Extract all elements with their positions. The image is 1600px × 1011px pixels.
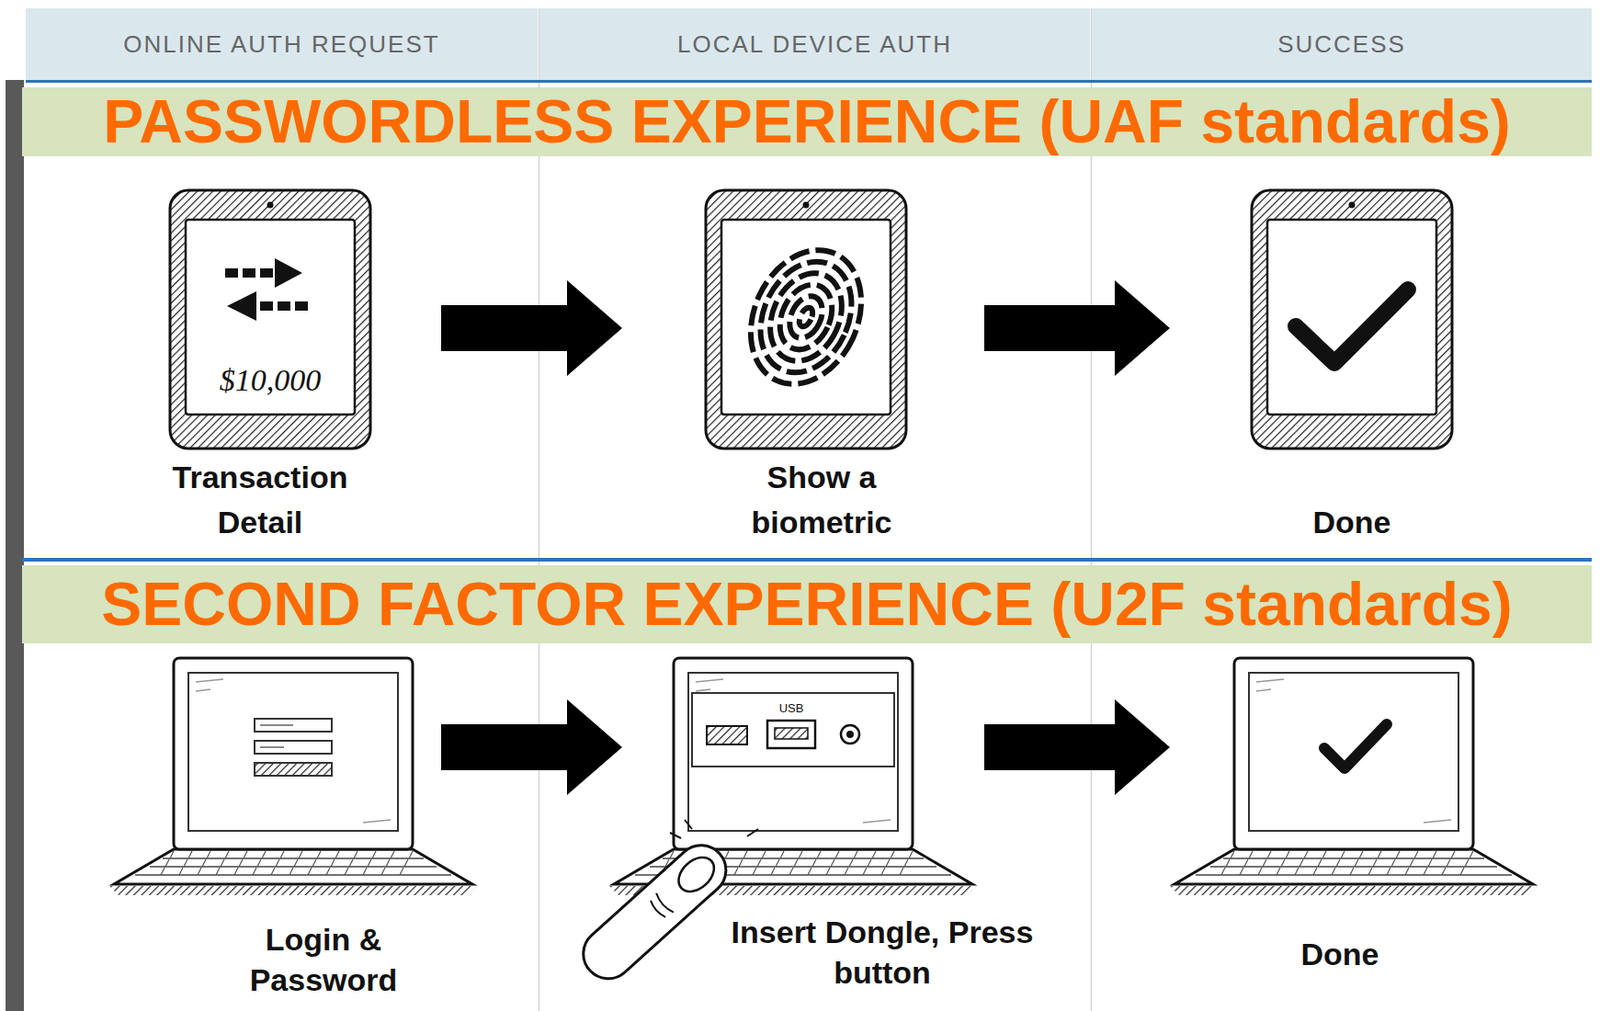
phone-step: $10,000Transaction Detail	[168, 188, 373, 546]
column-divider	[538, 8, 541, 1011]
phone-screen	[721, 219, 891, 415]
section-band: SECOND FACTOR EXPERIENCE (U2F standards)	[22, 565, 1592, 644]
phone-camera	[267, 202, 274, 209]
fingerprint-ridge	[729, 231, 883, 402]
step-caption: Insert Dongle, Press button	[707, 911, 1057, 993]
laptop-lid	[673, 658, 913, 850]
finger-nail	[671, 851, 721, 899]
laptop-base	[113, 849, 473, 885]
side-bar	[5, 79, 24, 1011]
check-mark	[1295, 289, 1408, 364]
laptop-step: USBInsert Dongle, Press button	[655, 654, 931, 993]
usb-port	[767, 720, 816, 749]
step-caption: Done	[1284, 933, 1396, 975]
laptop-base	[1174, 849, 1533, 885]
column-header: SUCCESS	[1091, 8, 1592, 80]
press-burst	[669, 819, 759, 839]
fingerprint-ridge	[770, 275, 842, 358]
laptop-lid	[173, 658, 413, 850]
laptop-display	[188, 672, 398, 831]
laptop-drawing	[1215, 654, 1492, 896]
flow-arrow	[984, 699, 1170, 795]
step-caption: Done	[1296, 499, 1408, 545]
phone-camera	[803, 202, 810, 209]
keyboard-row	[135, 858, 452, 875]
column-title: LOCAL DEVICE AUTH	[677, 30, 953, 59]
laptop-step: Login & Password	[155, 654, 432, 1000]
section-band: PASSWORDLESS EXPERIENCE (UAF standards)	[22, 87, 1592, 157]
laptop-shadow	[1169, 885, 1538, 896]
keyboard-keys	[160, 851, 413, 875]
phone-step: Done	[1249, 188, 1454, 545]
port-panel	[692, 692, 895, 767]
rule-line	[22, 557, 1592, 562]
finger-body	[573, 835, 737, 989]
screen-label: $10,000	[185, 363, 355, 398]
audio-jack-hole	[846, 730, 854, 738]
form-scribble	[260, 725, 294, 748]
laptop-shadow	[109, 885, 477, 896]
column-title: ONLINE AUTH REQUEST	[123, 30, 440, 59]
phone-screen	[1267, 219, 1437, 415]
laptop-drawing	[655, 654, 931, 896]
check-mark	[1324, 724, 1387, 769]
transfer-arrow	[252, 301, 308, 311]
fingerprint-ridge	[756, 260, 856, 373]
screen-label: USB	[767, 702, 816, 715]
section-title: PASSWORDLESS EXPERIENCE (UAF standards)	[102, 90, 1511, 154]
section-title: SECOND FACTOR EXPERIENCE (U2F standards)	[101, 572, 1512, 636]
flow-arrow	[984, 280, 1170, 376]
phone-drawing	[168, 188, 373, 451]
screen-glare	[195, 679, 391, 823]
phone-body	[705, 190, 907, 449]
laptop-lid	[1234, 658, 1474, 850]
keyboard-row	[1195, 858, 1512, 875]
step-caption: Transaction Detail	[149, 454, 371, 546]
screen-glare	[1256, 679, 1452, 823]
fingerprint-ridge	[782, 290, 829, 343]
flow-arrow	[441, 699, 623, 795]
finger-crease	[647, 893, 674, 920]
keyboard-keys	[1221, 851, 1474, 875]
usb-port-inner	[774, 727, 808, 739]
transfer-arrowhead	[226, 291, 257, 321]
step-caption: Show a biometric	[738, 454, 905, 546]
phone-drawing	[1249, 188, 1454, 451]
phone-camera	[1349, 202, 1356, 209]
phone-body	[170, 190, 371, 449]
phone-drawing	[703, 188, 908, 451]
phone-screen	[185, 219, 355, 415]
transfer-arrowhead	[274, 258, 303, 288]
fingerprint-ridge	[743, 246, 870, 387]
card-slot	[706, 726, 748, 745]
column-title: SUCCESS	[1277, 30, 1407, 59]
audio-jack	[840, 725, 860, 744]
form-button	[254, 762, 332, 776]
laptop-display	[1248, 672, 1459, 831]
screen-glare	[695, 679, 891, 823]
phone-body	[1251, 190, 1453, 449]
phone-step: Show a biometric	[703, 188, 908, 546]
finger	[573, 835, 737, 989]
rule-line	[25, 79, 1592, 83]
fingerprint-icon	[729, 231, 883, 402]
fingerprint-ridge	[796, 305, 816, 329]
transfer-arrow	[225, 268, 281, 278]
column-header: ONLINE AUTH REQUEST	[25, 8, 538, 80]
column-divider	[1090, 8, 1093, 1011]
laptop-step: Done	[1215, 654, 1492, 975]
laptop-drawing	[155, 654, 432, 896]
column-header: LOCAL DEVICE AUTH	[539, 8, 1090, 80]
flow-arrow	[441, 280, 623, 376]
laptop-display	[688, 672, 898, 831]
step-caption: Login & Password	[231, 919, 416, 1000]
